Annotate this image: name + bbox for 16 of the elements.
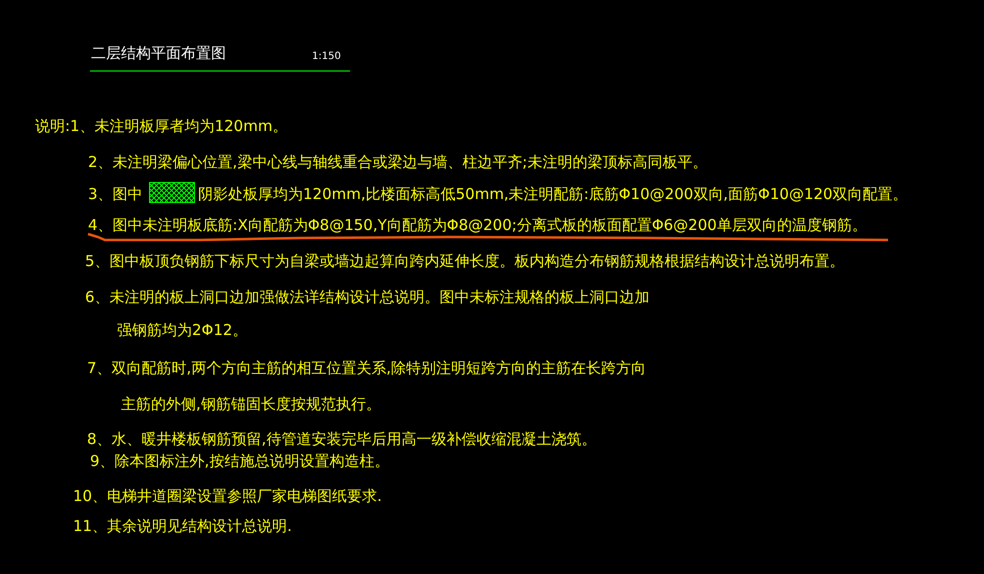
note-text: 7、双向配筋时,两个方向主筋的相互位置关系,除特别注明短跨方向的主筋在长跨方向 — [87, 359, 646, 377]
note-text: 11、其余说明见结构设计总说明. — [73, 517, 292, 535]
note-text: 5、图中板顶负钢筋下标尺寸为自梁或墙边起算向跨内延伸长度。板内构造分布钢筋规格根据结构设计总说明布置。 — [85, 252, 845, 270]
note-text: 4、图中未注明板底筋:X向配筋为Φ8@150,Y向配筋为Φ8@200;分离式板的板面配置Φ6@200单层双向的温度钢筋。 — [88, 216, 867, 234]
note-text: 9、除本图标注外,按结施总说明设置构造柱。 — [90, 452, 390, 470]
scale-label: 1:150 — [312, 50, 341, 64]
note-text: 阴影处板厚均为120mm,比楼面标高低50mm,未注明配筋:底筋Φ10@200双向,面筋Φ10@120双向配置。 — [198, 185, 908, 203]
drawing-title: 二层结构平面布置图 — [91, 44, 226, 62]
note-text: 强钢筋均为2Φ12。 — [117, 321, 248, 339]
note-text: 2、未注明梁偏心位置,梁中心线与轴线重合或梁边与墙、柱边平齐;未注明的梁顶标高同板平。 — [88, 153, 708, 171]
note-text: 3、图中 — [88, 185, 143, 203]
note-text: 主筋的外侧,钢筋锚固长度按规范执行。 — [121, 395, 381, 413]
note-text: 说明:1、未注明板厚者均为120mm。 — [35, 117, 288, 135]
note-text: 8、水、暖井楼板钢筋预留,待管道安装完毕后用高一级补偿收缩混凝土浇筑。 — [87, 430, 596, 448]
note-text: 6、未注明的板上洞口边加强做法详结构设计总说明。图中未标注规格的板上洞口边加 — [85, 288, 650, 306]
note-text: 10、电梯井道圈梁设置参照厂家电梯图纸要求. — [73, 487, 382, 505]
